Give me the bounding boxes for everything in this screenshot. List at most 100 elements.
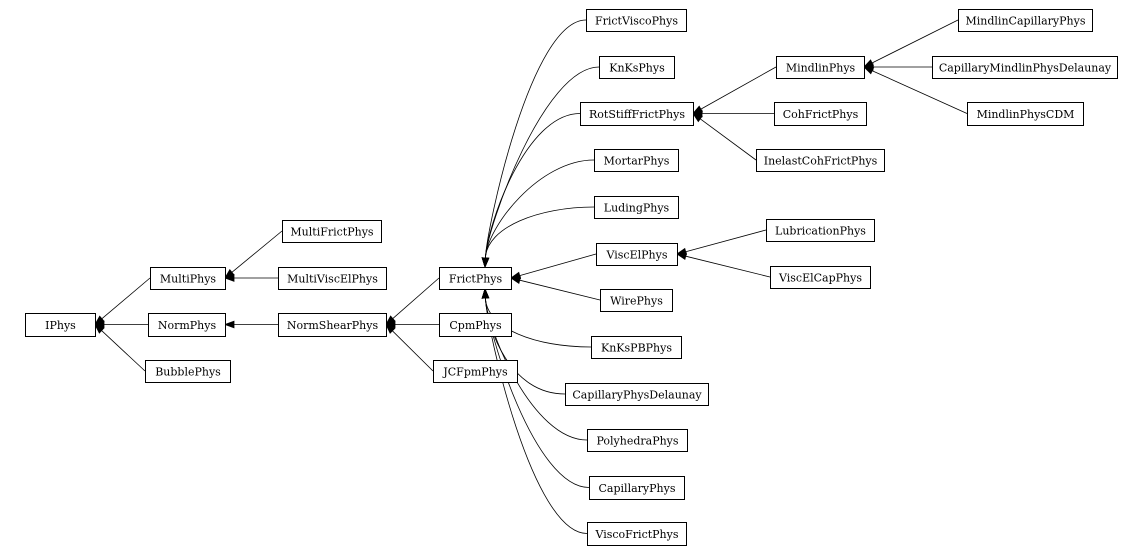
node-box (587, 522, 687, 546)
node-NormPhys[interactable]: NormPhys (148, 313, 226, 337)
edge-NormPhys-to-IPhys (93, 320, 148, 329)
node-LubricationPhys[interactable]: LubricationPhys (766, 219, 875, 242)
node-CapillaryPhys[interactable]: CapillaryPhys (589, 476, 685, 500)
node-box (599, 56, 675, 79)
edge-line (685, 255, 771, 278)
node-box (580, 102, 694, 126)
node-KnKsPBPhys[interactable]: KnKsPBPhys (591, 336, 682, 359)
node-label: FrictPhys (449, 273, 503, 286)
node-NormShearPhys[interactable]: NormShearPhys (278, 313, 387, 337)
node-box (591, 336, 682, 359)
node-KnKsPhys[interactable]: KnKsPhys (599, 56, 675, 79)
node-label: JCFpmPhys (442, 366, 508, 379)
node-label: MultiFrictPhys (290, 226, 373, 239)
node-box (776, 56, 865, 79)
node-JCFpmPhys[interactable]: JCFpmPhys (433, 360, 518, 383)
edge-MindlinPhysCDM-to-MindlinPhys (862, 66, 968, 114)
node-MultiFrictPhys[interactable]: MultiFrictPhys (282, 220, 382, 243)
edge-CpmPhys-to-NormShearPhys (384, 320, 439, 329)
node-box (756, 149, 885, 172)
node-label: MultiViscElPhys (287, 273, 378, 286)
edge-ViscElPhys-to-FrictPhys (509, 253, 597, 280)
node-LudingPhys[interactable]: LudingPhys (594, 196, 679, 219)
node-box (589, 476, 685, 500)
node-label: ViscElCapPhys (778, 272, 862, 285)
node-ViscoFrictPhys[interactable]: ViscoFrictPhys (587, 522, 687, 546)
node-box (958, 9, 1093, 32)
edge-line (485, 113, 581, 259)
edge-arrowhead (385, 323, 396, 334)
edge-line (485, 19, 587, 259)
node-label: CpmPhys (449, 319, 502, 332)
node-label: IPhys (45, 319, 76, 332)
edge-arrowhead (481, 287, 490, 299)
node-label: MindlinPhys (786, 62, 856, 75)
edge-CohFrictPhys-to-RotStiffFrictPhys (691, 109, 774, 118)
node-label: PolyhedraPhys (596, 435, 678, 448)
node-CpmPhys[interactable]: CpmPhys (439, 313, 512, 337)
edge-ViscElCapPhys-to-ViscElPhys (675, 252, 771, 278)
edge-line (519, 279, 601, 301)
edge-KnKsPhys-to-FrictPhys (481, 66, 600, 269)
node-ViscElPhys[interactable]: ViscElPhys (596, 243, 678, 266)
edge-layer (93, 19, 968, 534)
node-PolyhedraPhys[interactable]: PolyhedraPhys (587, 429, 688, 452)
edge-LudingPhys-to-FrictPhys (481, 206, 595, 269)
node-label: RotStiffFrictPhys (589, 108, 685, 121)
node-label: InelastCohFrictPhys (764, 155, 878, 168)
node-FrictPhys[interactable]: FrictPhys (439, 267, 512, 290)
node-BubblePhys[interactable]: BubblePhys (145, 360, 231, 383)
edge-line (699, 118, 757, 161)
node-box (770, 266, 871, 289)
node-ViscElCapPhys[interactable]: ViscElCapPhys (770, 266, 871, 289)
edge-line (519, 253, 597, 276)
node-CapillaryPhysDelaunay[interactable]: CapillaryPhysDelaunay (565, 383, 709, 406)
node-box (282, 220, 382, 243)
node-WirePhys[interactable]: WirePhys (600, 289, 673, 312)
node-label: WirePhys (610, 295, 663, 308)
node-MindlinPhysCDM[interactable]: MindlinPhysCDM (967, 102, 1084, 126)
edge-line (485, 159, 595, 259)
node-label: NormShearPhys (287, 319, 379, 332)
node-box (148, 313, 226, 337)
edge-line (485, 297, 592, 348)
node-box (439, 313, 512, 337)
node-label: NormPhys (158, 319, 217, 332)
node-IPhys[interactable]: IPhys (25, 313, 96, 337)
edge-FrictViscoPhys-to-FrictPhys (481, 19, 587, 269)
node-box (766, 219, 875, 242)
edge-line (392, 277, 440, 319)
node-box (967, 102, 1084, 126)
edge-line (685, 229, 767, 253)
node-box (278, 267, 387, 290)
node-box (596, 243, 678, 266)
node-MindlinCapillaryPhys[interactable]: MindlinCapillaryPhys (958, 9, 1093, 32)
node-RotStiffFrictPhys[interactable]: RotStiffFrictPhys (580, 102, 694, 126)
edge-MortarPhys-to-FrictPhys (481, 159, 595, 269)
node-label: CapillaryPhys (599, 482, 676, 495)
node-FrictViscoPhys[interactable]: FrictViscoPhys (586, 9, 687, 32)
node-box (600, 289, 673, 312)
node-MultiViscElPhys[interactable]: MultiViscElPhys (278, 267, 387, 290)
edge-NormShearPhys-to-NormPhys (223, 320, 278, 329)
node-box (439, 267, 512, 290)
node-box (433, 360, 518, 383)
node-MultiPhys[interactable]: MultiPhys (150, 267, 226, 290)
edge-arrowhead (223, 320, 235, 329)
node-CapillaryMindlinPhysDelaunay[interactable]: CapillaryMindlinPhysDelaunay (932, 56, 1118, 79)
node-MortarPhys[interactable]: MortarPhys (594, 149, 679, 172)
node-CohFrictPhys[interactable]: CohFrictPhys (774, 102, 867, 126)
node-MindlinPhys[interactable]: MindlinPhys (776, 56, 865, 79)
node-label: KnKsPhys (609, 62, 665, 75)
edge-MultiFrictPhys-to-MultiPhys (224, 230, 283, 279)
edge-InelastCohFrictPhys-to-RotStiffFrictPhys (692, 112, 757, 161)
node-box (932, 56, 1118, 79)
node-label: ViscoFrictPhys (594, 528, 678, 541)
edge-line (485, 206, 595, 259)
edge-BubblePhys-to-IPhys (94, 323, 146, 372)
node-InelastCohFrictPhys[interactable]: InelastCohFrictPhys (756, 149, 885, 172)
node-box (774, 102, 867, 126)
node-label: CohFrictPhys (783, 108, 859, 121)
